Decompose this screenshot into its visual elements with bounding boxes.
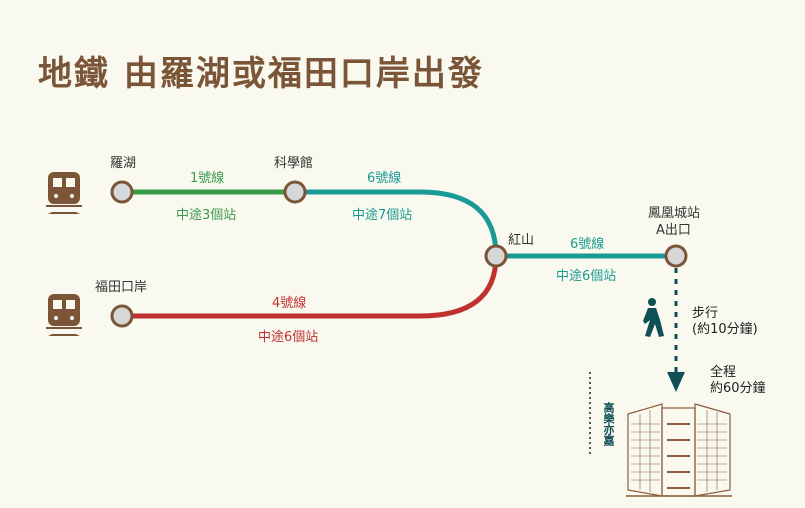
building-icon <box>626 403 732 497</box>
station-node-fenghuangcheng[interactable] <box>664 244 688 268</box>
line6b-name: 6號線 <box>570 237 605 252</box>
line6-track-a <box>295 189 499 257</box>
station-node-hung-hom[interactable] <box>484 244 508 268</box>
station-label-hung-hom: 紅山 <box>508 233 535 248</box>
station-label-futian: 福田口岸 <box>95 280 148 295</box>
line6b-stops: 中途6個站 <box>556 269 617 284</box>
train-icon <box>46 172 82 214</box>
station-node-futian[interactable] <box>110 304 134 328</box>
walk-time: (約10分鐘) <box>692 322 758 337</box>
line1-name: 1號線 <box>190 171 225 186</box>
station-node-science-museum[interactable] <box>283 180 307 204</box>
walking-person-icon <box>643 298 664 337</box>
total-label: 全程 <box>710 365 737 380</box>
station-node-lo-wu[interactable] <box>110 180 134 204</box>
arrow-down-icon <box>667 372 685 392</box>
line4-stops: 中途6個站 <box>258 330 319 345</box>
walk-label: 步行 <box>692 306 719 321</box>
line1-stops: 中途3個站 <box>176 208 237 223</box>
line4-name: 4號線 <box>272 296 307 311</box>
station-nodes <box>110 180 688 328</box>
page-title: 地鐵 由羅湖或福田口岸出發 <box>38 54 484 94</box>
station-label-science-museum: 科學館 <box>274 156 314 171</box>
station-label-lo-wu: 羅湖 <box>110 156 137 171</box>
train-icon <box>46 294 82 336</box>
station-label-fenghuangcheng: 鳳凰城站 <box>648 206 701 221</box>
line6a-name: 6號線 <box>367 171 402 186</box>
line4-track <box>122 255 499 319</box>
building-name: 高樂亦嘉 <box>602 402 615 446</box>
line6a-stops: 中途7個站 <box>352 208 413 223</box>
total-time: 約60分鐘 <box>710 381 766 396</box>
exit-label: A出口 <box>656 223 691 238</box>
